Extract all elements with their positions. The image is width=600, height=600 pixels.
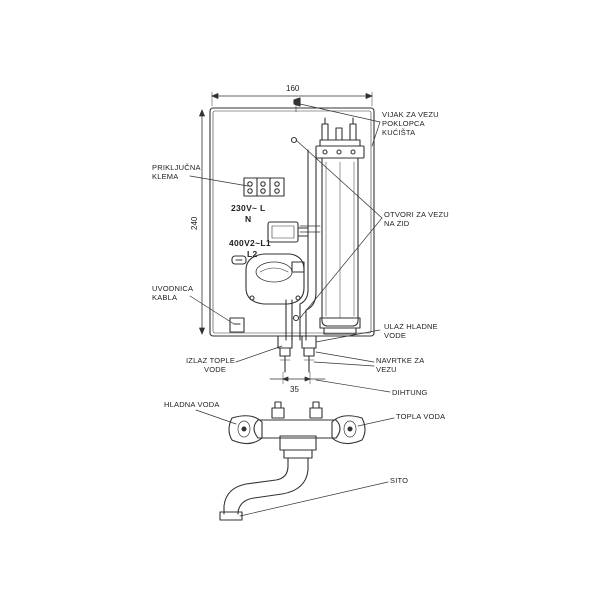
terminal-block <box>243 177 285 197</box>
terminal-label-l2: L2 <box>247 249 258 259</box>
tap-spout <box>219 457 309 521</box>
label-gasket: DIHTUNG <box>392 388 428 397</box>
terminal-label-400v-l1: 400V2~L1 <box>229 238 271 248</box>
label-terminal-block: PRIKLJUČNA KLEMA <box>152 163 201 181</box>
label-cable-gland: UVODNICA KABLA <box>152 284 194 302</box>
label-cover-screw: VIJAK ZA VEZU POKLOPCA KUĆIŠTA <box>382 110 439 137</box>
dimension-width-line <box>211 91 373 107</box>
label-strainer: SITO <box>390 476 409 485</box>
cover-screw <box>293 97 301 113</box>
terminal-label-n: N <box>245 214 252 224</box>
dimension-height-line <box>199 109 205 335</box>
thermostat <box>231 221 309 265</box>
heating-element <box>315 117 365 335</box>
label-hot-water: TOPLA VODA <box>396 412 446 421</box>
cold-water-handle <box>228 415 263 445</box>
label-hot-outlet: IZLAZ TOPLE VODE <box>186 356 236 374</box>
leader-lines <box>189 103 395 517</box>
mixing-tap <box>253 401 341 459</box>
dimension-pipe-spacing-label: 35 <box>290 385 299 394</box>
hot-water-handle <box>331 415 366 445</box>
dimension-pipe-spacing-line <box>269 371 326 385</box>
dimension-width-label: 160 <box>286 84 300 93</box>
label-cold-inlet: ULAZ HLADNE VODE <box>384 322 438 340</box>
dimension-height-label: 240 <box>190 216 199 230</box>
label-connection-nuts: NAVRTKE ZA VEZU <box>376 356 425 374</box>
flow-switch <box>245 253 305 305</box>
label-wall-holes: OTVORI ZA VEZU NA ZID <box>384 210 449 228</box>
terminal-label-230v-l: 230V~ L <box>231 203 266 213</box>
label-cold-water: HLADNA VODA <box>164 400 220 409</box>
cable-gland <box>229 317 245 333</box>
internal-pipes <box>285 149 321 341</box>
bottom-connections <box>277 335 317 373</box>
